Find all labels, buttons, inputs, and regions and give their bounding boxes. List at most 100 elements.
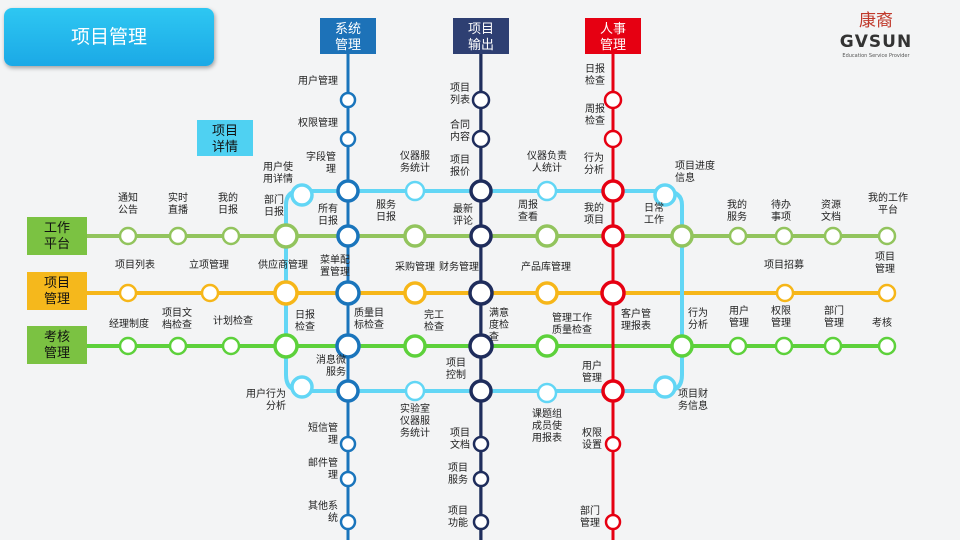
station-label-a4: 日报检查 xyxy=(295,308,315,333)
station-label-a3: 计划检查 xyxy=(213,314,253,327)
station-s1[interactable] xyxy=(339,91,357,109)
station-label-a8: 用户管理 xyxy=(729,304,749,329)
station-a5[interactable] xyxy=(403,334,427,358)
station-w5[interactable] xyxy=(403,224,427,248)
station-s8[interactable] xyxy=(339,435,357,453)
station-o3[interactable] xyxy=(469,179,493,203)
station-p2[interactable] xyxy=(200,283,220,303)
station-label-w7: 日常工作 xyxy=(644,201,664,226)
station-label-o10: 项目功能 xyxy=(448,505,468,529)
station-w3[interactable] xyxy=(221,226,241,246)
station-a1[interactable] xyxy=(118,336,138,356)
station-h5[interactable] xyxy=(600,280,626,306)
station-p3[interactable] xyxy=(273,280,299,306)
station-h4[interactable] xyxy=(601,224,625,248)
station-w1[interactable] xyxy=(118,226,138,246)
station-label-w1: 通知公告 xyxy=(118,191,138,216)
station-label-c6: 实验室仪器服务统计 xyxy=(400,402,430,439)
station-c7[interactable] xyxy=(536,382,558,404)
station-h7[interactable] xyxy=(604,435,622,453)
station-label-h6: 用户管理 xyxy=(582,359,602,384)
station-o6[interactable] xyxy=(468,333,494,359)
station-p6[interactable] xyxy=(775,283,795,303)
station-c6[interactable] xyxy=(404,380,426,402)
station-label-p1: 项目列表 xyxy=(115,258,155,271)
station-a6[interactable] xyxy=(535,334,559,358)
station-a3[interactable] xyxy=(221,336,241,356)
station-s2[interactable] xyxy=(339,130,357,148)
station-label-a11: 考核 xyxy=(872,316,892,329)
brand-name-en: GVSUN xyxy=(839,32,913,52)
station-h2[interactable] xyxy=(603,129,623,149)
station-a9[interactable] xyxy=(774,336,794,356)
station-h8[interactable] xyxy=(604,513,622,531)
station-o7[interactable] xyxy=(469,379,493,403)
station-p5[interactable] xyxy=(535,281,559,305)
station-w4[interactable] xyxy=(273,223,299,249)
station-o8[interactable] xyxy=(472,435,490,453)
station-s5[interactable] xyxy=(335,280,361,306)
station-o10[interactable] xyxy=(472,513,490,531)
station-p1[interactable] xyxy=(118,283,138,303)
brand-tagline: Education Service Provider xyxy=(842,53,910,59)
station-label-a10: 部门管理 xyxy=(824,304,844,329)
station-s9[interactable] xyxy=(339,470,357,488)
station-a10[interactable] xyxy=(823,336,843,356)
station-c3[interactable] xyxy=(536,180,558,202)
line-tag-system xyxy=(320,18,376,54)
station-label-w2: 实时直播 xyxy=(168,191,188,216)
station-w8[interactable] xyxy=(728,226,748,246)
station-a4[interactable] xyxy=(273,333,299,359)
station-w11[interactable] xyxy=(877,226,897,246)
station-o2[interactable] xyxy=(471,129,491,149)
station-p4[interactable] xyxy=(403,281,427,305)
station-label-c4: 项目进度信息 xyxy=(675,159,715,184)
station-w10[interactable] xyxy=(823,226,843,246)
station-c2[interactable] xyxy=(404,180,426,202)
station-o4[interactable] xyxy=(469,224,493,248)
station-a2[interactable] xyxy=(168,336,188,356)
station-c5[interactable] xyxy=(290,375,314,399)
line-tag-detail xyxy=(197,120,253,156)
station-s6[interactable] xyxy=(335,333,361,359)
station-label-p2: 立项管理 xyxy=(189,258,229,271)
station-label-c7: 课题组成员使用报表 xyxy=(532,407,562,444)
station-s7[interactable] xyxy=(336,379,360,403)
station-label-s5: 菜单配置管理 xyxy=(320,254,350,278)
station-label-h4: 我的项目 xyxy=(584,201,604,226)
line-tag-label-project: 项目管理 xyxy=(44,276,70,307)
station-h1[interactable] xyxy=(603,90,623,110)
station-label-o2: 合同内容 xyxy=(450,118,470,143)
station-h6[interactable] xyxy=(601,379,625,403)
station-label-s6: 质量目标检查 xyxy=(354,307,384,331)
station-s10[interactable] xyxy=(339,513,357,531)
station-c1[interactable] xyxy=(290,183,314,207)
station-label-o8: 项目文档 xyxy=(450,427,470,451)
station-w7[interactable] xyxy=(670,224,694,248)
station-s4[interactable] xyxy=(336,224,360,248)
station-c4[interactable] xyxy=(653,183,677,207)
metro-stations xyxy=(118,90,897,531)
station-label-s8: 短信管理 xyxy=(308,421,338,446)
station-w2[interactable] xyxy=(168,226,188,246)
station-o9[interactable] xyxy=(472,470,490,488)
station-o1[interactable] xyxy=(471,90,491,110)
station-label-c3: 仪器负责人统计 xyxy=(527,149,567,174)
station-h3[interactable] xyxy=(601,179,625,203)
station-a7[interactable] xyxy=(670,334,694,358)
station-c8[interactable] xyxy=(653,375,677,399)
station-p7[interactable] xyxy=(877,283,897,303)
station-label-w4: 部门日报 xyxy=(264,193,284,218)
station-label-p6: 项目招募 xyxy=(764,258,804,271)
station-label-s9: 邮件管理 xyxy=(308,456,338,481)
station-s3[interactable] xyxy=(336,179,360,203)
station-w9[interactable] xyxy=(774,226,794,246)
station-w6[interactable] xyxy=(535,224,559,248)
station-a8[interactable] xyxy=(728,336,748,356)
station-o5[interactable] xyxy=(468,280,494,306)
station-a11[interactable] xyxy=(877,336,897,356)
station-label-s3: 字段管理 xyxy=(306,150,336,175)
station-label-a6: 管理工作质量检查 xyxy=(552,311,592,336)
station-label-w5: 服务日报 xyxy=(376,198,396,223)
